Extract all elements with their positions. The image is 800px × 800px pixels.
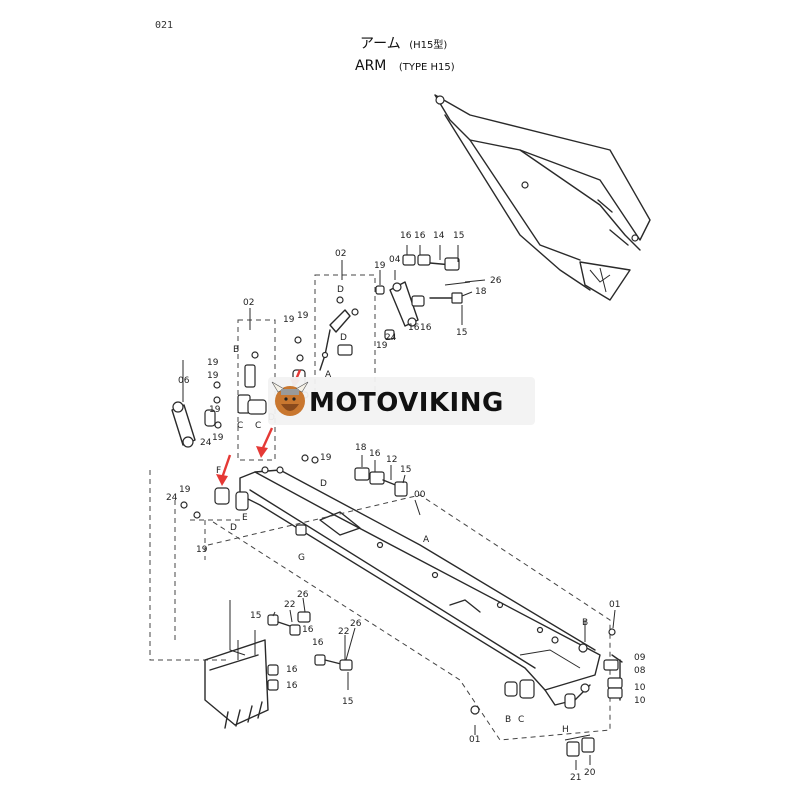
bucket-assembly	[204, 600, 353, 729]
page-number: 021	[155, 20, 173, 31]
callout-16: 16	[312, 638, 324, 648]
letter-B: B	[582, 618, 588, 628]
letter-C: C	[518, 715, 524, 725]
title-japanese: アーム (H15型)	[360, 36, 447, 52]
callout-01: 01	[469, 735, 480, 745]
callout-19: 19	[209, 405, 221, 415]
callout-16: 16	[302, 625, 314, 635]
callout-16: 16	[408, 323, 420, 333]
letter-E: E	[242, 513, 248, 523]
letter-A: A	[423, 535, 430, 545]
callout-22: 22	[284, 600, 295, 610]
callout-16: 16	[369, 449, 381, 459]
letter-D: D	[340, 333, 347, 343]
callout-18: 18	[475, 287, 487, 297]
callout-16: 16	[286, 681, 298, 691]
letter-H: H	[562, 725, 569, 735]
callout-06: 06	[178, 376, 190, 386]
watermark-text: MOTOVIKING	[309, 388, 504, 418]
callout-15: 15	[250, 611, 261, 621]
link-06	[171, 360, 196, 448]
callout-19: 19	[283, 315, 295, 325]
callout-01: 01	[609, 600, 620, 610]
title-jp-sub: (H15型)	[409, 38, 447, 51]
letter-C: C	[255, 421, 261, 431]
callout-14: 14	[433, 231, 445, 241]
overview-arm-illustration	[434, 94, 651, 301]
callout-10: 10	[634, 696, 646, 706]
callout-16: 16	[286, 665, 298, 675]
callout-26: 26	[490, 276, 502, 286]
letter-D: D	[230, 523, 237, 533]
callout-15: 15	[342, 697, 353, 707]
callout-19: 19	[376, 341, 388, 351]
callout-02: 02	[243, 298, 254, 308]
title-english: ARM (TYPE H15)	[355, 58, 455, 74]
leader-lines	[182, 245, 616, 770]
callout-19: 19	[212, 433, 224, 443]
letter-B: B	[505, 715, 511, 725]
letter-A: A	[325, 370, 332, 380]
callout-12: 12	[386, 455, 397, 465]
callout-19: 19	[207, 358, 219, 368]
callout-16: 16	[414, 231, 426, 241]
title-en-sub: (TYPE H15)	[399, 62, 455, 73]
callout-19: 19	[207, 371, 219, 381]
callout-19: 19	[297, 311, 309, 321]
callout-19: 19	[374, 261, 386, 271]
pin-group-middle	[180, 454, 408, 536]
callout-15: 15	[456, 328, 467, 338]
callout-20: 20	[584, 768, 596, 778]
callout-21: 21	[570, 773, 581, 783]
callout-18: 18	[355, 443, 367, 453]
letter-D: D	[337, 285, 344, 295]
watermark: MOTOVIKING	[268, 377, 535, 425]
letter-F: F	[216, 466, 221, 476]
letter-B: B	[233, 345, 239, 355]
reference-letters: D D D D D B B B C C C A A E F G H	[216, 285, 588, 735]
title-en-main: ARM	[355, 58, 386, 74]
callout-19: 19	[179, 485, 191, 495]
link-upper-right	[375, 254, 471, 340]
callout-26: 26	[350, 619, 362, 629]
callout-15: 15	[400, 465, 411, 475]
title-jp-main: アーム	[360, 36, 401, 52]
callout-08: 08	[634, 666, 646, 676]
callout-24: 24	[166, 493, 178, 503]
callout-16: 16	[400, 231, 412, 241]
callout-16: 16	[420, 323, 432, 333]
callout-00: 00	[414, 490, 426, 500]
callout-22: 22	[338, 627, 349, 637]
callout-24: 24	[385, 333, 397, 343]
callout-04: 04	[389, 255, 401, 265]
callout-09: 09	[634, 653, 646, 663]
callout-15: 15	[453, 231, 464, 241]
callout-02: 02	[335, 249, 346, 259]
letter-C: C	[237, 421, 243, 431]
callout-24: 24	[200, 438, 212, 448]
pin-group-left	[204, 351, 267, 429]
callout-19: 19	[196, 545, 208, 555]
callout-26: 26	[297, 590, 309, 600]
pin-group-bottom-right	[470, 628, 623, 757]
callout-19: 19	[320, 453, 332, 463]
viking-logo-icon	[271, 381, 309, 416]
callout-labels: 02 02 06 16 16 14 15 19 04 26 18 16 16 1…	[166, 231, 646, 783]
letter-D: D	[320, 479, 327, 489]
letter-G: G	[298, 553, 305, 563]
callout-10: 10	[634, 683, 646, 693]
